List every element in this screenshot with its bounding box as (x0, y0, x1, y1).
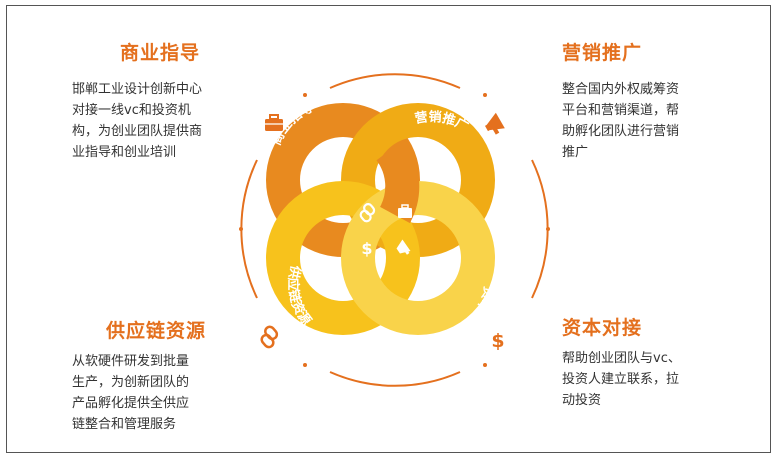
capital-text: 帮助创业团队与vc、 投资人建立联系，拉 动投资 (562, 351, 681, 408)
capital-title: 资本对接 (562, 317, 643, 339)
ring-marketing (341, 103, 495, 257)
supply-chain-text: 从软硬件研发到批量 生产，为创新团队的 产品孵化提供全供应 链整合和管理服务 (72, 354, 190, 432)
business-guidance-text: 邯郸工业设计创新中心 对接一线vc和投资机 构，为创业团队提供商 业指导和创业培… (72, 82, 203, 160)
supply-chain-title: 供应链资源 (106, 320, 207, 342)
business-guidance-title: 商业指导 (120, 42, 201, 64)
dollar-icon: $ (491, 330, 504, 352)
center-dollar-icon: $ (361, 239, 372, 258)
megaphone-icon (484, 112, 505, 135)
center-megaphone-icon (396, 239, 411, 255)
ring-supply-chain (266, 181, 420, 335)
outer-arc-dots (239, 93, 550, 367)
ring-weave-overlap (375, 139, 420, 224)
marketing-text: 整合国内外权威筹资 平台和营销渠道，帮 助孵化团队进行营销 推广 (562, 82, 680, 160)
chain-link-icon (260, 325, 279, 349)
briefcase-icon (265, 114, 283, 131)
marketing-title: 营销推广 (562, 42, 643, 64)
center-chain-link-icon (359, 203, 376, 223)
center-briefcase-icon (398, 204, 412, 218)
